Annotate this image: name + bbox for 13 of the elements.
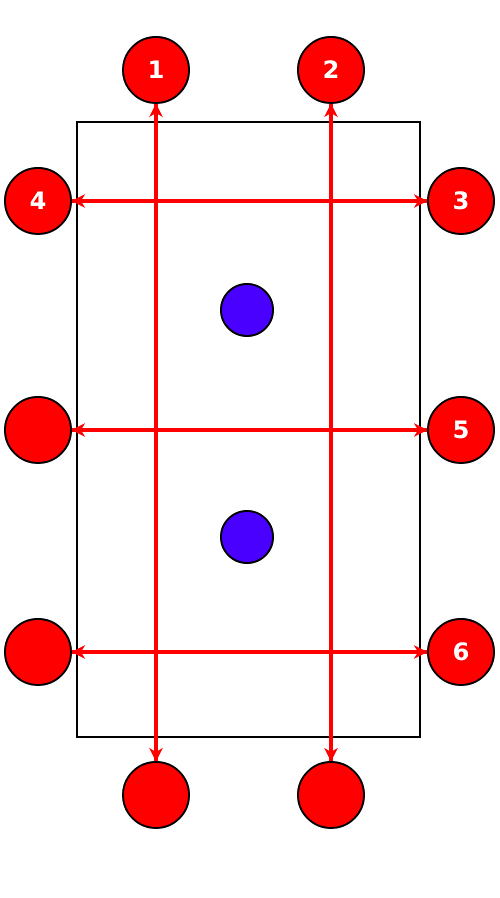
- double-headed-arrow: [71, 194, 428, 208]
- numbered-circle: 1: [122, 36, 190, 104]
- numbered-circle: 2: [297, 36, 365, 104]
- double-headed-arrow: [149, 103, 163, 762]
- double-headed-arrow: [71, 423, 428, 437]
- double-headed-arrow: [324, 103, 338, 762]
- numbered-circle: 5: [427, 396, 495, 464]
- numbered-circle: 3: [427, 167, 495, 235]
- numbered-circle: 4: [4, 167, 72, 235]
- circle-marker: [220, 283, 274, 337]
- circle-marker: [220, 510, 274, 564]
- numbered-circle: 6: [427, 618, 495, 686]
- double-headed-arrow: [71, 645, 428, 659]
